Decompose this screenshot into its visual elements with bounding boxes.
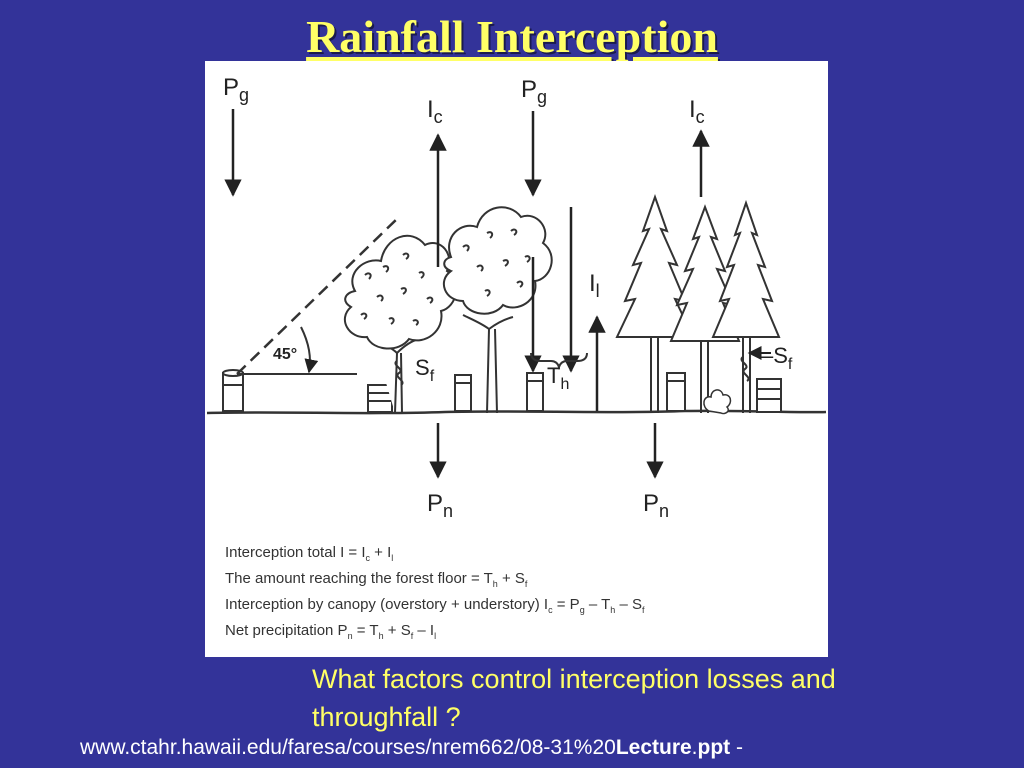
conifer-tree-3	[711, 199, 781, 413]
rain-gauge-canopy-2	[526, 372, 544, 412]
stemflow-wrap-right	[740, 356, 750, 382]
equation-line: Net precipitation Pn = Th + Sf – Il	[225, 622, 436, 641]
label-sf-right: –Sf	[761, 343, 793, 373]
rain-gauge-stemflow-right	[756, 378, 782, 413]
ground-line	[206, 409, 827, 415]
throughfall-brace	[530, 352, 588, 371]
source-url-suffix: -	[730, 736, 743, 759]
label-sf-left: Sf	[415, 355, 435, 385]
slide-title: Rainfall Interception	[306, 11, 718, 62]
angle-arc	[300, 326, 319, 374]
label-ic-right: Ic	[689, 96, 705, 127]
source-url-prefix: www.ctahr.hawaii.edu/faresa/courses/nrem…	[80, 736, 616, 759]
equation-line: Interception by canopy (overstory + unde…	[225, 596, 645, 615]
label-angle: 45°	[273, 346, 297, 363]
rain-gauge-open	[222, 369, 244, 412]
discussion-question: What factors control interception losses…	[312, 664, 836, 732]
equation-list: Interception total I = Ic + Il The amoun…	[225, 544, 645, 641]
label-pn-left: Pn	[427, 490, 453, 521]
understory-shrub	[703, 389, 732, 415]
stemflow-wrap-left	[394, 360, 404, 386]
broadleaf-tree-middle	[442, 206, 553, 414]
label-ic-left: Ic	[427, 96, 443, 127]
source-url-ext: ppt	[697, 736, 731, 759]
conifer-tree-1	[615, 193, 695, 413]
label-il: Il	[589, 270, 600, 301]
rain-gauge-conifer	[666, 372, 686, 412]
label-pg-left: Pg	[223, 74, 249, 105]
source-url-bold: Lecture	[615, 736, 692, 759]
label-pg-mid: Pg	[521, 76, 547, 107]
label-th: Th	[547, 363, 569, 393]
label-pn-right: Pn	[643, 490, 669, 521]
equation-line: Interception total I = Ic + Il	[225, 544, 393, 563]
equation-line: The amount reaching the forest floor = T…	[225, 570, 528, 589]
source-url[interactable]: www.ctahr.hawaii.edu/faresa/courses/nrem…	[80, 736, 743, 760]
rain-gauge-canopy-1	[454, 374, 472, 412]
interception-diagram: Pg Ic Pg Ic Il 45° Sf Th –Sf Pn Pn Inter…	[205, 61, 828, 657]
source-url-dot: .	[691, 736, 698, 759]
broadleaf-tree-left	[344, 234, 458, 414]
rain-gauge-stemflow-left	[367, 384, 393, 413]
